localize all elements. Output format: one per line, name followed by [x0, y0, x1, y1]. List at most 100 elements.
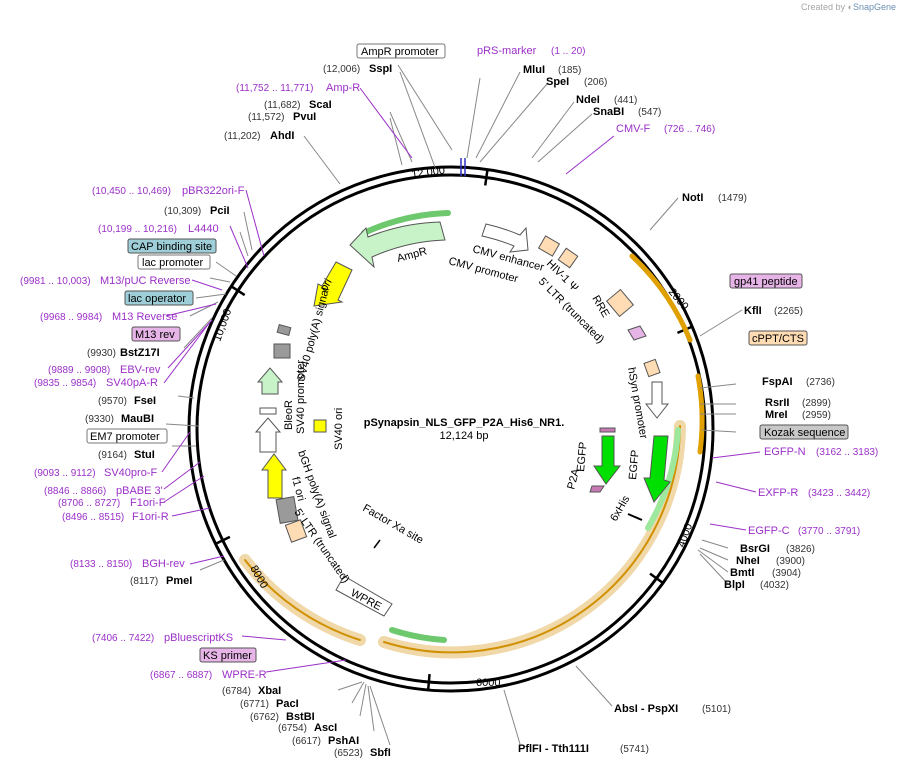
sv40pa-box: [276, 323, 292, 337]
site-coord: (11,682): [264, 100, 301, 111]
site-name: FseI: [134, 395, 156, 407]
primer-coord: (8706 .. 8727): [58, 498, 120, 509]
tick-label: 12,000: [411, 164, 446, 181]
site-coord: (6523): [334, 748, 363, 759]
nls-marker: [599, 427, 616, 433]
site-name: StuI: [134, 449, 155, 461]
boxed-label-text: CAP binding site: [131, 241, 212, 253]
green-arc-1: [645, 427, 681, 531]
f1ori-arrow: [261, 453, 287, 499]
ring-tick: [426, 673, 431, 691]
site-name: RsrII: [765, 397, 789, 409]
primer-coord: (9835 .. 9854): [34, 378, 96, 389]
primer-name: M13/pUC Reverse: [100, 275, 190, 287]
site-name: PflFI - Tth111I: [518, 743, 589, 755]
his-marker: [627, 513, 643, 521]
site-coord: (6784): [222, 686, 251, 697]
feature-label: EGFP: [575, 441, 590, 472]
wpre-arrow: [335, 575, 393, 617]
hiv-psi-box: [537, 235, 561, 257]
snapgene-logo-icon: ◐: [847, 2, 853, 12]
tick-label: 6000: [476, 677, 500, 689]
site-name: MauBI: [121, 413, 154, 425]
site-name: PmeI: [166, 575, 192, 587]
boxed-label-text: AmpR promoter: [361, 46, 439, 58]
feature-label: Factor Xa site: [361, 502, 426, 546]
site-coord: (2899): [802, 398, 831, 409]
boxed-label-text: lac promoter: [142, 257, 203, 269]
sv40-arrow: [254, 417, 282, 453]
primer-coord: (1 .. 20): [551, 46, 585, 57]
feature-label: EGFP: [627, 449, 642, 480]
primer-coord: (11,752 .. 11,771): [236, 83, 313, 94]
site-coord: (2959): [802, 410, 831, 421]
primer-name: pBR322ori-F: [182, 185, 245, 197]
primer-name: pBluescriptKS: [164, 632, 233, 644]
credit-prefix: Created by: [800, 2, 845, 12]
backbone-inner: [195, 173, 707, 685]
site-coord: (5741): [620, 744, 649, 755]
feature-label: P2A: [565, 467, 582, 491]
site-coord: (9330): [85, 414, 114, 425]
site-coord: (6762): [250, 712, 279, 723]
boxed-label: KS primer: [199, 647, 257, 663]
site-coord: (1479): [718, 193, 747, 204]
site-name: PvuI: [293, 111, 316, 123]
primer-name: M13 Reverse: [112, 311, 177, 323]
ltr-box: [557, 247, 579, 269]
site-coord: (12,006): [323, 64, 360, 75]
feature-label: RRE: [589, 294, 611, 320]
sv40-promoter-box: [259, 407, 277, 415]
origin-marker: [460, 158, 466, 176]
site-name: BstBI: [286, 711, 315, 723]
orange-arc-1: [629, 253, 693, 343]
primer-name: pRS-marker: [477, 45, 537, 57]
site-coord: (185): [558, 65, 581, 76]
boxed-label-text: KS primer: [203, 650, 252, 662]
primer-coord: (10,450 .. 10,469): [92, 186, 171, 197]
cmv-arrow: [481, 223, 529, 253]
gp41-marker: [627, 325, 647, 341]
ring-tick: [649, 572, 664, 585]
ltr-box-2: [284, 519, 308, 543]
site-coord: (3904): [772, 568, 801, 579]
ampr-arrow: [349, 221, 446, 269]
site-name: SspI: [369, 63, 392, 75]
boxed-label-text: M13 rev: [135, 329, 175, 341]
site-name: NheI: [736, 555, 760, 567]
primer-name: SV40pA-R: [106, 377, 158, 389]
egfp-arrow-2: [643, 435, 671, 503]
primer-name: EXFP-R: [758, 487, 798, 499]
ring-tick: [214, 535, 231, 545]
primer-name: F1ori-R: [132, 511, 169, 523]
site-coord: (2265): [774, 306, 803, 317]
site-coord: (8117): [130, 576, 158, 587]
egfp-arrow-1: [593, 435, 622, 485]
site-name: SbfI: [370, 747, 391, 759]
ring-tick: [483, 169, 489, 186]
site-name: PshAI: [328, 735, 359, 747]
primer-coord: (8133 .. 8150): [70, 559, 132, 570]
site-coord: (6754): [278, 723, 307, 734]
hsyn-arrow: [644, 381, 670, 419]
feature-label: AmpR: [396, 245, 429, 265]
boxed-label: M13 rev: [131, 326, 181, 342]
boxed-label: CAP binding site: [127, 238, 217, 254]
boxed-label-text: gp41 peptide: [734, 276, 798, 288]
sv40-ori-box: [313, 419, 327, 433]
site-coord: (3826): [786, 544, 815, 555]
connector-lines: [165, 64, 743, 746]
feature-label: SV40 promoter: [295, 360, 307, 434]
feature-label: ori: [318, 277, 335, 294]
primer-name: CMV-F: [616, 123, 651, 135]
plasmid-size: 12,124 bp: [440, 430, 489, 442]
bgh-box: [275, 496, 299, 524]
backbone-outer: [187, 165, 715, 693]
primer-coord: (9981 .. 10,003): [20, 276, 91, 287]
boxed-label: cPPT/CTS: [748, 330, 808, 346]
bleor-box: [273, 343, 291, 359]
primer-coord: (8496 .. 8515): [62, 512, 124, 523]
site-coord: (2736): [806, 377, 835, 388]
snapgene-credit: Created by ◐SnapGene: [801, 2, 896, 12]
